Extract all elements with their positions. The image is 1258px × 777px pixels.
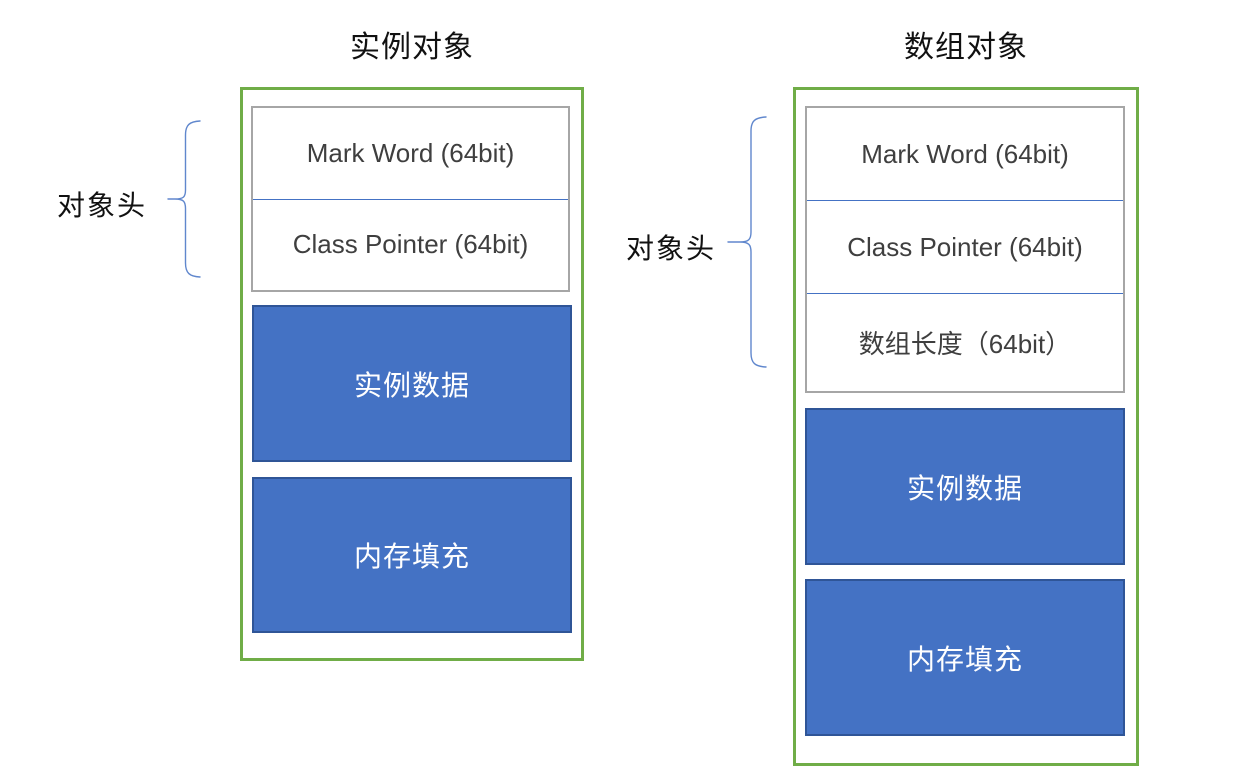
array-class-pointer-cell: Class Pointer (64bit) [847,231,1083,262]
array-memory-padding-block: 内存填充 [805,579,1125,736]
instance-data-block: 实例数据 [252,305,572,462]
cell-divider [807,293,1123,294]
array-instance-data-block: 实例数据 [805,408,1125,565]
instance-memory-padding-block: 内存填充 [252,477,572,633]
instance-mark-word-cell: Mark Word (64bit) [306,137,515,168]
array-object-title: 数组对象 [904,31,1028,64]
cell-divider [253,198,568,200]
instance-object-title: 实例对象 [350,31,474,64]
array-object-header-box: Mark Word (64bit) Class Pointer (64bit) … [805,106,1125,393]
instance-object-header-label: 对象头 [57,190,148,221]
right-curly-brace [727,116,767,368]
array-object-header-label: 对象头 [626,233,717,264]
cell-divider [807,200,1123,201]
instance-object-header-box: Mark Word (64bit) Class Pointer (64bit) [251,106,570,292]
array-mark-word-cell: Mark Word (64bit) [861,138,1069,169]
instance-class-pointer-cell: Class Pointer (64bit) [292,229,529,260]
left-curly-brace [167,120,201,278]
array-object-container: Mark Word (64bit) Class Pointer (64bit) … [793,87,1139,766]
instance-object-container: Mark Word (64bit) Class Pointer (64bit) … [240,87,584,661]
array-length-cell: 数组长度（64bit） [858,329,1072,359]
